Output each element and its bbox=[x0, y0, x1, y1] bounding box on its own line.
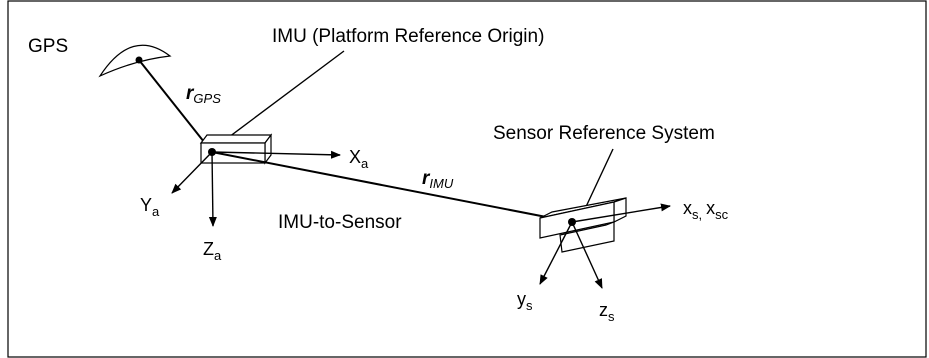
xs-axis-arrow bbox=[571, 203, 671, 223]
gps-label: GPS bbox=[28, 36, 68, 57]
gps-antenna-icon bbox=[98, 44, 172, 78]
zs-axis-arrow bbox=[571, 221, 603, 289]
za-axis-arrow bbox=[208, 151, 217, 227]
imu-to-sensor-label: IMU-to-Sensor bbox=[278, 212, 402, 233]
r-gps-vector bbox=[138, 59, 213, 153]
diagram-border bbox=[7, 0, 927, 358]
r-imu-vector bbox=[211, 151, 573, 223]
xs-xsc-label: xs,xsc bbox=[683, 198, 729, 222]
zs-label: zs bbox=[599, 300, 615, 324]
za-label: Za bbox=[203, 239, 222, 263]
ya-axis-arrow bbox=[171, 151, 213, 194]
ys-axis-arrow bbox=[539, 221, 573, 285]
sensor-leader-line bbox=[583, 148, 614, 212]
ya-label: Ya bbox=[140, 195, 160, 219]
r-imu-label: rIMU bbox=[422, 168, 454, 191]
sensor-title: Sensor Reference System bbox=[493, 123, 715, 144]
xa-label: Xa bbox=[349, 147, 369, 171]
r-gps-label: rGPS bbox=[186, 83, 221, 106]
imu-title: IMU (Platform Reference Origin) bbox=[272, 26, 544, 47]
xa-axis-arrow bbox=[211, 150, 341, 159]
ys-label: ys bbox=[517, 289, 533, 313]
sensor-box bbox=[539, 197, 627, 253]
imu-leader-line bbox=[224, 50, 345, 141]
